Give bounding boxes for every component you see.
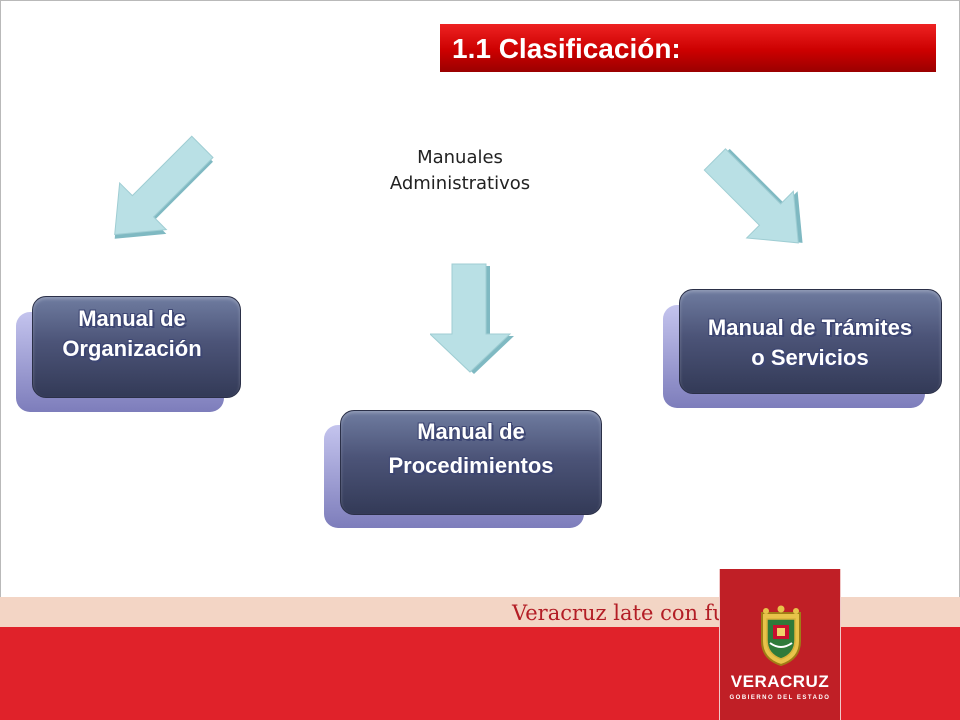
box-procedimientos-line1: Manual de bbox=[417, 419, 525, 444]
box-tramites-line1: Manual de Trámites bbox=[707, 315, 913, 340]
root-label: Manuales Administrativos bbox=[360, 145, 560, 197]
logo-subtitle: GOBIERNO DEL ESTADO bbox=[729, 695, 831, 701]
arrow-down-right-icon bbox=[703, 148, 803, 244]
box-organizacion-label: Manual de Organización bbox=[32, 304, 232, 364]
veracruz-logo: VERACRUZ GOBIERNO DEL ESTADO bbox=[719, 569, 841, 720]
box-procedimientos-label: Manual de Procedimientos bbox=[340, 415, 602, 483]
box-tramites-label: Manual de Trámites o Servicios bbox=[679, 313, 941, 373]
box-organizacion bbox=[32, 296, 241, 398]
root-label-line1: Manuales bbox=[417, 147, 503, 168]
box-organizacion-line2: Organización bbox=[62, 336, 202, 361]
box-procedimientos bbox=[340, 410, 602, 515]
slide-title: 1.1 Clasificación: bbox=[440, 24, 936, 72]
arrow-down-icon bbox=[430, 263, 514, 374]
logo-name: VERACRUZ bbox=[730, 672, 830, 691]
box-tramites bbox=[679, 289, 942, 394]
root-label-line2: Administrativos bbox=[389, 173, 531, 194]
coat-of-arms-icon bbox=[761, 605, 801, 667]
box-tramites-line2: o Servicios bbox=[751, 345, 869, 370]
arrow-down-left-icon bbox=[114, 135, 214, 239]
box-organizacion-line1: Manual de bbox=[78, 306, 186, 331]
box-procedimientos-line2: Procedimientos bbox=[388, 453, 554, 478]
